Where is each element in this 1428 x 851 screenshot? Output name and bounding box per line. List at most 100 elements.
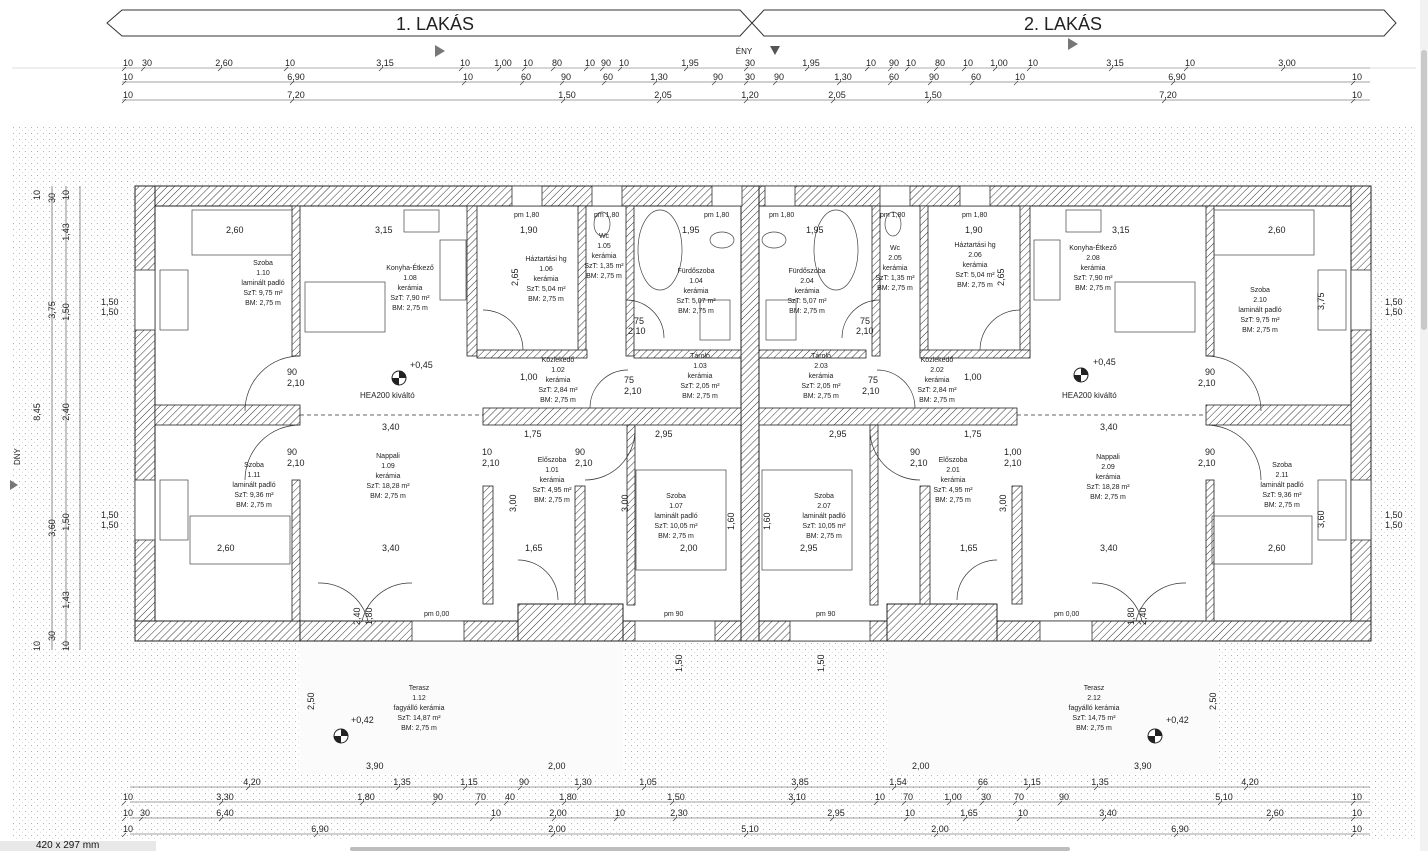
dim-tick (669, 800, 675, 806)
pm-label: pm 1,80 (769, 212, 794, 219)
dim-tick (772, 80, 778, 86)
terrace-right-area (888, 641, 1218, 774)
dim-label: 10 (615, 808, 625, 818)
dim-label: 3,00 (508, 494, 518, 512)
dim-tick (496, 66, 502, 72)
dim-tick (1350, 832, 1356, 838)
level-label-3: +0,42 (351, 715, 374, 725)
dim-label: 1,50 (924, 90, 942, 100)
horizontal-scrollbar[interactable] (350, 847, 1070, 851)
dim-label: 2,95 (829, 429, 847, 439)
level-label-4: +0,42 (1166, 715, 1189, 725)
room-label-line: Nappali (376, 453, 400, 460)
room-label-line: SzT: 5,07 m² (787, 298, 827, 305)
dim-label: 2,00 (549, 808, 567, 818)
room-label-line: BM: 2,75 m (682, 393, 718, 400)
dim-label: 1,75 (964, 429, 982, 439)
room-label-line: Tároló (690, 353, 710, 360)
dim-tick (652, 80, 658, 86)
dim-label: 1,00 (990, 58, 1008, 68)
dim-tick (559, 80, 565, 86)
room-label-line: SzT: 10,05 m² (802, 523, 846, 530)
dim-tick (1170, 80, 1176, 86)
dim-label: 1,50 (61, 303, 71, 321)
banner-left-label: 1. LAKÁS (396, 14, 474, 34)
dim-label: 10 (619, 58, 629, 68)
dim-tick (601, 80, 607, 86)
dim-tick (926, 98, 932, 104)
dim-label: 1,95 (682, 225, 700, 235)
room-label-line: 1.02 (551, 367, 565, 374)
dim-label: 2,00 (548, 824, 566, 834)
dim-label: 2,10 (575, 458, 593, 468)
dim-tick (1217, 800, 1223, 806)
dim-tick (901, 800, 907, 806)
room-label-line: BM: 2,75 m (1264, 502, 1300, 509)
dim-tick (140, 66, 146, 72)
dim-label: 30 (981, 792, 991, 802)
dim-tick (743, 66, 749, 72)
room-label-line: BM: 2,75 m (877, 285, 913, 292)
terrace-left-area (300, 641, 623, 774)
dim-label: 1,00 (964, 372, 982, 382)
room-label-line: Előszoba (939, 457, 968, 464)
dim-tick (121, 832, 127, 838)
dim-label: 10 (523, 58, 533, 68)
dim-label: 90 (433, 792, 443, 802)
room-label-line: SzT: 1,35 m² (875, 275, 915, 282)
dim-label: 2,40 (352, 607, 362, 625)
vertical-scrollbar[interactable] (1420, 0, 1428, 851)
room-label-line: BM: 2,75 m (401, 725, 437, 732)
dim-label: 10 (463, 72, 473, 82)
dim-label: 2,50 (1208, 692, 1218, 710)
room-label-line: 1.06 (539, 266, 553, 273)
room-label-line: SzT: 9,75 m² (1240, 317, 1280, 324)
room-label-line: Előszoba (538, 457, 567, 464)
room-label-line: 2.09 (1101, 464, 1115, 471)
dim-label: 4,20 (243, 777, 261, 787)
dim-label: 80 (935, 58, 945, 68)
dim-label: 2,60 (226, 225, 244, 235)
dim-tick (289, 98, 295, 104)
dim-label: 3,60 (1316, 510, 1326, 528)
paper-size-label: 420 x 297 mm (0, 841, 156, 851)
dim-label: 10 (123, 808, 133, 818)
room-label-line: BM: 2,75 m (806, 533, 842, 540)
dim-label: 2,65 (510, 268, 520, 286)
dim-label: 2,10 (287, 378, 305, 388)
room-label-line: BM: 2,75 m (658, 533, 694, 540)
dim-label: 3,30 (216, 792, 234, 802)
dim-tick (683, 66, 689, 72)
dim-label: 3,75 (1316, 292, 1326, 310)
dim-tick (793, 785, 799, 791)
left-dimensions (51, 186, 81, 650)
dim-label: 1,00 (494, 58, 512, 68)
north-label-top: ÉNY (736, 47, 753, 56)
room-label-line: 1.04 (689, 278, 703, 285)
room-label-line: SzT: 5,04 m² (526, 286, 566, 293)
window-dim-left: 1,50 (101, 297, 119, 307)
dim-tick (560, 98, 566, 104)
room-label-line: 1.03 (693, 363, 707, 370)
dim-tick (121, 816, 127, 822)
dim-label: 8,45 (32, 403, 42, 421)
vertical-scroll-thumb[interactable] (1421, 50, 1427, 330)
dim-label: 90 (889, 58, 899, 68)
dim-label: 90 (1205, 367, 1215, 377)
dim-tick (946, 800, 952, 806)
dim-label: 3,15 (1106, 58, 1124, 68)
dim-tick (217, 66, 223, 72)
dim-tick (1093, 785, 1099, 791)
room-label-line: SzT: 7,90 m² (390, 295, 430, 302)
dim-tick (969, 80, 975, 86)
dim-tick (613, 816, 619, 822)
room-label-line: Tároló (811, 353, 831, 360)
window-dim-right: 1,50 (1385, 520, 1403, 530)
dim-tick (743, 832, 749, 838)
room-label-line: SzT: 18,28 m² (366, 483, 410, 490)
party-wall (740, 185, 760, 642)
window-dim-left: 1,50 (101, 307, 119, 317)
